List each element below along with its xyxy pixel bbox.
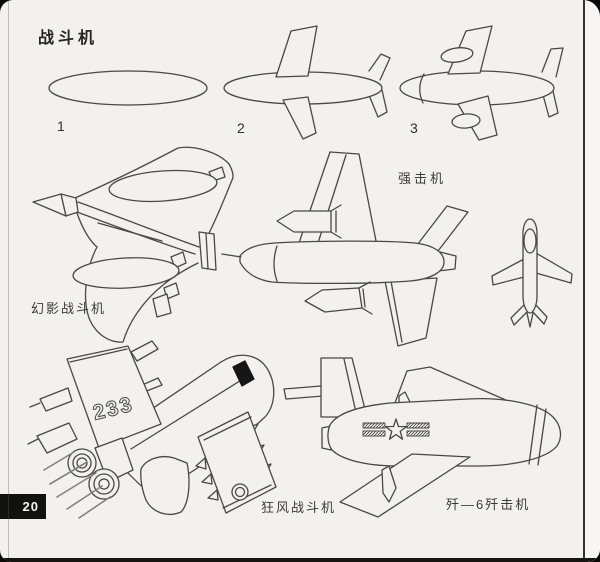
far-canard-top bbox=[39, 387, 73, 412]
step-2-drawing bbox=[223, 25, 391, 140]
page-title: 战斗机 bbox=[38, 30, 99, 47]
step-3-drawing bbox=[399, 25, 564, 141]
missile-top bbox=[276, 210, 332, 233]
near-wing-panel bbox=[197, 411, 277, 514]
pitot-tube bbox=[221, 253, 242, 258]
fuel-tank-right bbox=[108, 169, 218, 203]
page-margin-right bbox=[585, 0, 600, 562]
wing-left bbox=[491, 258, 525, 286]
mirage-fighter-drawing bbox=[32, 146, 234, 343]
fuselage-ellipse bbox=[48, 70, 208, 106]
engine-right bbox=[88, 468, 120, 500]
tornado-fighter-drawing: 233 bbox=[27, 340, 277, 519]
fuselage-belly bbox=[76, 211, 196, 255]
vertical-fin-line bbox=[343, 358, 358, 418]
page-edge-right bbox=[583, 0, 585, 562]
cockpit bbox=[523, 228, 537, 254]
fuel-tank-left bbox=[72, 257, 180, 289]
far-wing-tip bbox=[130, 340, 159, 362]
page-number-tab: 20 bbox=[0, 494, 46, 519]
tail-fin-bottom bbox=[542, 90, 559, 118]
step-3-number: 3 bbox=[410, 120, 418, 136]
missile-bottom bbox=[304, 287, 363, 313]
nose-cone-line bbox=[273, 245, 278, 282]
tornado-label: 狂风战斗机 bbox=[261, 500, 337, 515]
tail-fin-bottom bbox=[368, 89, 388, 118]
main-wing-edge-line bbox=[69, 348, 128, 363]
page-edge-bottom bbox=[0, 558, 600, 562]
wing-roundel bbox=[231, 483, 249, 501]
wing-bottom bbox=[76, 212, 199, 343]
tail-fin-top bbox=[368, 53, 391, 81]
wing-near-line bbox=[390, 280, 403, 343]
wing-right bbox=[535, 252, 573, 284]
wing-tip bbox=[177, 146, 234, 181]
canopy bbox=[60, 193, 79, 217]
step-1-number: 1 bbox=[57, 118, 65, 134]
canopy-ellipse bbox=[440, 47, 474, 63]
tail-fin-top bbox=[541, 47, 564, 78]
mirage-label: 幻影战斗机 bbox=[31, 301, 107, 316]
j6-label: 歼—6歼击机 bbox=[446, 497, 531, 512]
step-1-drawing bbox=[48, 70, 208, 106]
page-number: 20 bbox=[22, 499, 39, 514]
canard-spikes bbox=[27, 402, 41, 445]
speed-lines bbox=[43, 451, 111, 519]
wing-bottom bbox=[282, 96, 317, 140]
wing-top bbox=[275, 25, 318, 78]
star-insignia bbox=[362, 418, 430, 440]
elevon-fin bbox=[152, 293, 172, 318]
top-view-jet-drawing bbox=[491, 218, 573, 328]
j6-fighter-drawing bbox=[283, 357, 562, 518]
star-icon bbox=[384, 418, 408, 440]
attacker-label: 强击机 bbox=[398, 171, 447, 186]
wing-root-line bbox=[97, 222, 163, 242]
fuselage bbox=[327, 398, 562, 467]
canopy-line bbox=[130, 378, 244, 450]
tail-fin-line bbox=[205, 232, 209, 270]
nose-cone-line bbox=[419, 73, 425, 104]
page-edge-left bbox=[8, 0, 9, 562]
missile-bottom-fins bbox=[358, 281, 373, 315]
near-wing bbox=[339, 453, 471, 518]
drop-tank-ellipse bbox=[451, 113, 481, 129]
nose-cone bbox=[32, 193, 67, 217]
canopy-stripe bbox=[232, 360, 255, 387]
horizontal-stabilizer bbox=[283, 385, 324, 400]
main-wing bbox=[66, 345, 162, 449]
fuselage bbox=[522, 218, 538, 314]
near-wing-missile bbox=[381, 465, 397, 503]
attacker-drawing bbox=[221, 151, 469, 347]
tail-tip bbox=[526, 312, 534, 328]
nose-stripes bbox=[528, 404, 547, 466]
step-2-number: 2 bbox=[237, 120, 245, 136]
fuselage bbox=[239, 240, 445, 285]
fuselage-spine bbox=[77, 201, 200, 248]
missile-top-fins bbox=[330, 204, 342, 239]
tail-plane bbox=[140, 455, 190, 515]
far-canard-bottom bbox=[36, 422, 78, 454]
wing-leading-edge bbox=[74, 147, 179, 199]
